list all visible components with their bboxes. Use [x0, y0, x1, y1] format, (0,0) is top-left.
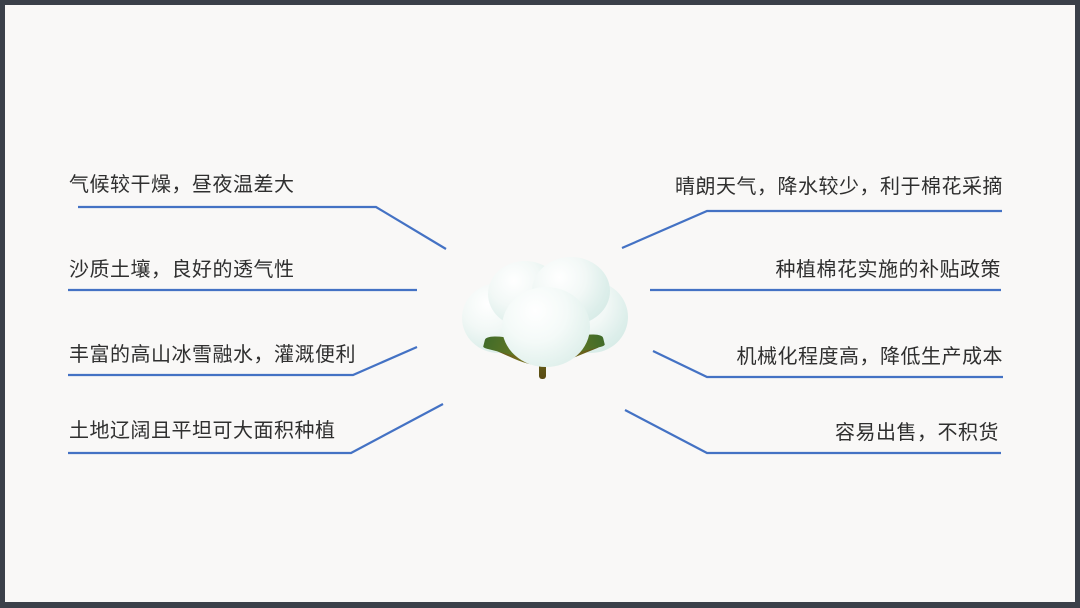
- connector-right-weather: [621, 209, 1002, 250]
- cotton-puff-front: [502, 287, 590, 367]
- branch-label-weather: 晴朗天气，降水较少，利于棉花采摘: [675, 176, 1003, 198]
- branch-label-soil: 沙质土壤，良好的透气性: [69, 259, 295, 281]
- branch-label-land: 土地辽阔且平坦可大面积种植: [69, 420, 336, 442]
- branch-label-climate: 气候较干燥，昼夜温差大: [69, 174, 295, 196]
- connector-left-climate: [78, 205, 447, 250]
- branch-label-irrigation: 丰富的高山冰雪融水，灌溉便利: [69, 344, 356, 366]
- branch-label-market: 容易出售，不积货: [835, 422, 999, 444]
- branch-label-mechanized: 机械化程度高，降低生产成本: [736, 346, 1003, 368]
- branch-label-policy: 种植棉花实施的补贴政策: [775, 259, 1001, 281]
- cotton-boll-icon: [460, 245, 630, 385]
